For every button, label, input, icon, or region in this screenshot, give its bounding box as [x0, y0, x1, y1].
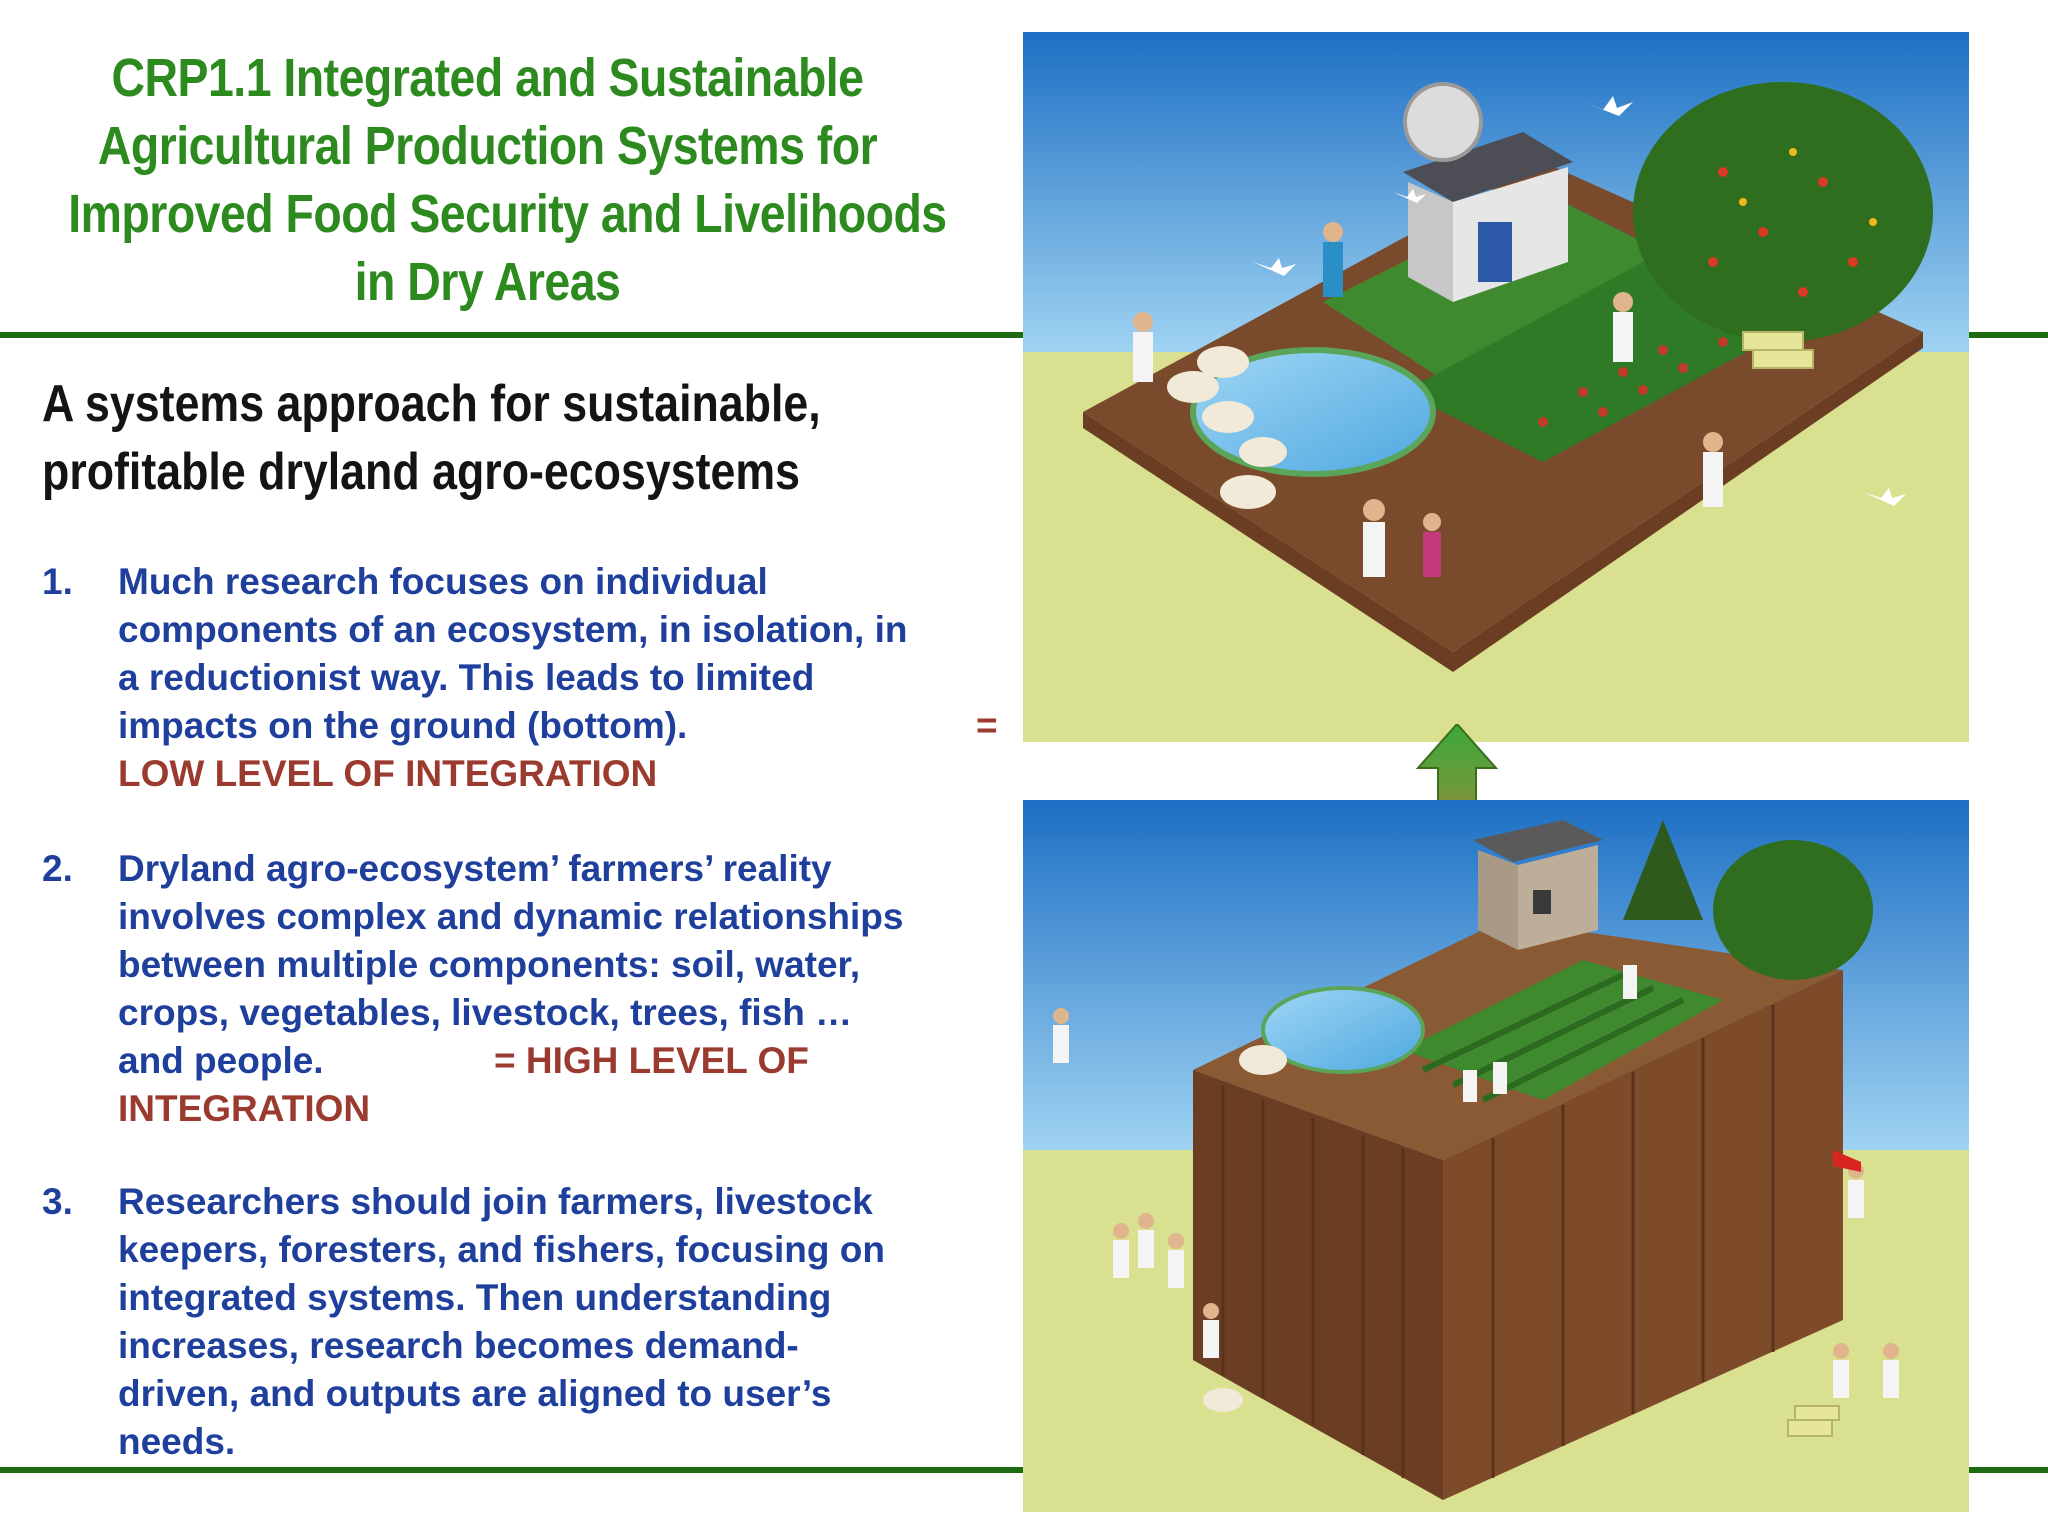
isolated-block-drawing	[1023, 800, 1969, 1512]
fruit-tree	[1633, 82, 1933, 342]
item-body: Researchers should join farmers, livesto…	[118, 1178, 1008, 1466]
title-line: in Dry Areas	[354, 252, 621, 312]
top-divider-right	[1968, 332, 2048, 338]
heading-line: A systems approach for sustainable,	[42, 375, 821, 433]
pine-tree	[1623, 820, 1703, 920]
fish-pond	[1261, 986, 1425, 1074]
list-item-1: 1. Much research focuses on individual c…	[42, 558, 1002, 808]
item-line: components of an ecosystem, in isolation…	[118, 609, 908, 650]
soil-block-side	[1443, 970, 1843, 1500]
page-title: CRP1.1 Integrated and Sustainable Agricu…	[68, 44, 947, 316]
item-line: needs.	[118, 1421, 236, 1462]
leafy-tree	[1713, 840, 1873, 980]
list-item-3: 3. Researchers should join farmers, live…	[42, 1178, 1002, 1478]
integrated-farm-illustration	[1023, 32, 1969, 742]
integration-label-low: LOW LEVEL OF INTEGRATION	[118, 753, 658, 794]
item-line: increases, research becomes demand-	[118, 1325, 799, 1366]
item-number: 3.	[42, 1181, 73, 1222]
item-line: integrated systems. Then understanding	[118, 1277, 832, 1318]
people-group	[1133, 222, 1723, 577]
item-line: and people. = HIGH LEVEL OF	[118, 1037, 1008, 1085]
stone-hut	[1518, 845, 1598, 950]
soil-block-front	[1193, 1070, 1443, 1500]
item-body: Much research focuses on individual comp…	[118, 558, 1008, 798]
item-line: between multiple components: soil, water…	[118, 944, 861, 985]
item-line: Researchers should join farmers, livesto…	[118, 1181, 873, 1222]
item-number: 2.	[42, 848, 73, 889]
megaphone-icon	[1833, 1150, 1861, 1172]
top-divider	[0, 332, 1030, 338]
item-line: impacts on the ground (bottom). =	[118, 702, 1008, 750]
title-line: Agricultural Production Systems for	[97, 116, 878, 176]
title-line: Improved Food Security and Livelihoods	[68, 184, 947, 244]
item-line: keepers, foresters, and fishers, focusin…	[118, 1229, 885, 1270]
item-line-text: and people.	[118, 1040, 324, 1081]
item-body: Dryland agro-ecosystem’ farmers’ reality…	[118, 845, 1008, 1133]
satellite-dish	[1403, 82, 1483, 162]
title-line: CRP1.1 Integrated and Sustainable	[111, 48, 864, 108]
integrated-farm-drawing	[1023, 32, 1969, 742]
item-line: involves complex and dynamic relationshi…	[118, 896, 904, 937]
equals-sign: =	[976, 705, 998, 746]
item-line: crops, vegetables, livestock, trees, fis…	[118, 992, 853, 1033]
item-line: Much research focuses on individual	[118, 561, 768, 602]
integration-label-high: = HIGH LEVEL OF	[494, 1040, 809, 1081]
item-line-text: impacts on the ground (bottom).	[118, 705, 688, 746]
bottom-divider-right	[1968, 1467, 2048, 1473]
heading-line: profitable dryland agro-ecosystems	[42, 443, 800, 501]
item-line: a reductionist way. This leads to limite…	[118, 657, 815, 698]
item-line: driven, and outputs are aligned to user’…	[118, 1373, 832, 1414]
researchers-group	[1053, 1025, 1899, 1398]
item-number: 1.	[42, 561, 73, 602]
integration-label-high-cont: INTEGRATION	[118, 1088, 371, 1129]
item-line: Dryland agro-ecosystem’ farmers’ reality	[118, 848, 832, 889]
isolated-research-block-illustration	[1023, 800, 1969, 1512]
section-heading: A systems approach for sustainable, prof…	[42, 370, 821, 506]
bottom-divider	[0, 1467, 1030, 1473]
list-item-2: 2. Dryland agro-ecosystem’ farmers’ real…	[42, 845, 1002, 1129]
